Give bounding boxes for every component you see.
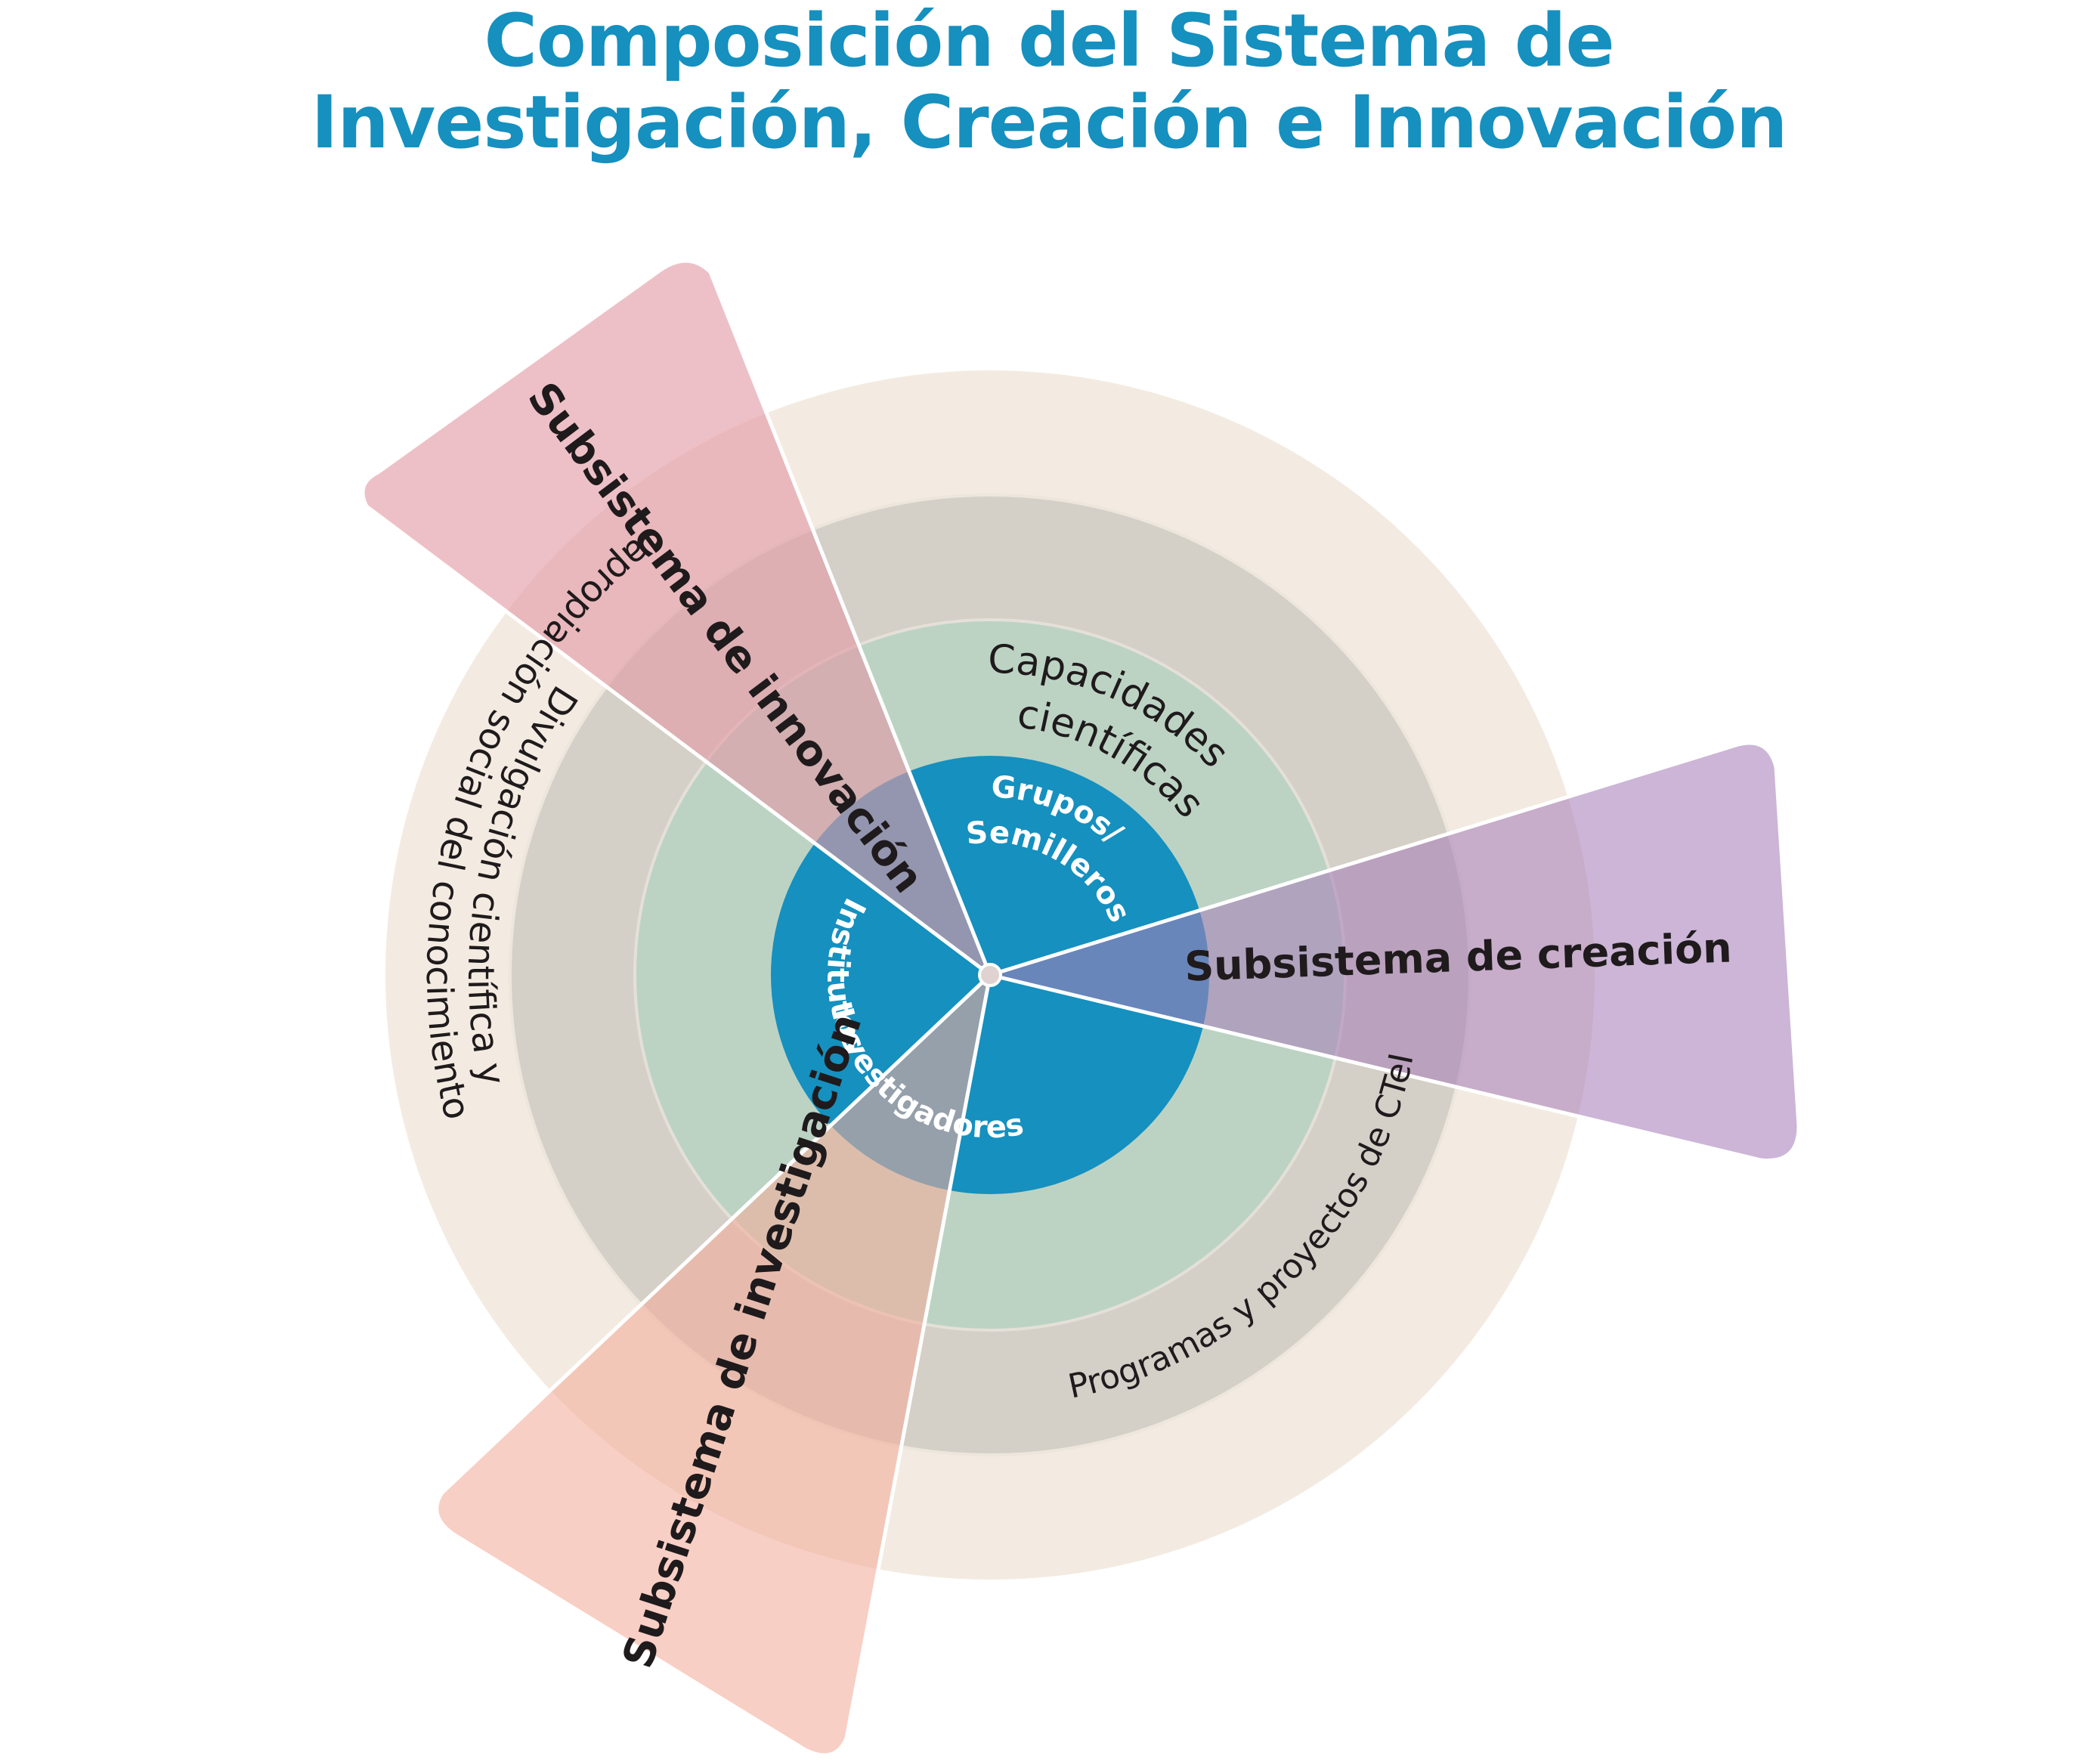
wedge-investigacion	[435, 973, 992, 1757]
center-hub	[978, 963, 1002, 987]
wedge-creacion	[988, 741, 1801, 1162]
wedge-innovacion	[360, 258, 992, 977]
title-line-1: Composición del Sistema de	[484, 0, 1614, 83]
title-line-2: Investigación, Creación e Innovación	[311, 80, 1788, 165]
diagram-title: Composición del Sistema de Investigación…	[0, 0, 2098, 163]
